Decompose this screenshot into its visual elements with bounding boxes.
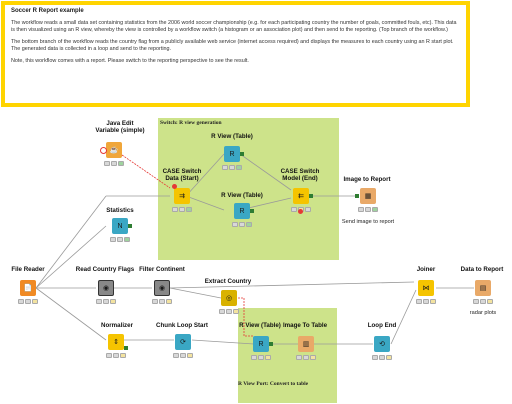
joiner-icon: ⋈ [418, 280, 434, 296]
node-label: CASE Switch Model (End) [280, 168, 320, 182]
switch-annotation-label: Switch: R view generation [160, 120, 222, 126]
connection-rview1-to-case-end [239, 153, 292, 191]
node-label: Filter Continent [139, 266, 185, 273]
flow-port-icon [100, 147, 107, 154]
r-logo-icon: R [253, 336, 269, 352]
node-label: R View (Table) [211, 133, 253, 140]
node-annotation: radar plots [469, 310, 497, 316]
flow-variable-extract-to-rview3 [238, 297, 254, 337]
r-logo-icon: R [234, 203, 250, 219]
case-switch-start-icon: ⇉ [174, 188, 190, 204]
loop-start-icon: ⟳ [175, 334, 191, 350]
flow-variable-java-to-case [121, 154, 171, 189]
coffee-cup-icon: ☕ [106, 142, 122, 158]
description-title: Soccer R Report example [11, 8, 84, 14]
connection-filter-to-extract [169, 287, 222, 299]
node-label: Extract Country [204, 278, 252, 285]
output-port-icon [128, 224, 132, 228]
case-switch-end-icon: ⇇ [293, 188, 309, 204]
connection-case-start-to-rview2 [185, 195, 225, 211]
node-status-indicator [296, 355, 316, 360]
output-port-icon [250, 209, 254, 213]
node-label: Image to Report [343, 176, 391, 183]
workflow-description-annotation[interactable]: Soccer R Report example The workflow rea… [1, 1, 470, 107]
node-label: Loop End [367, 322, 397, 329]
node-label: Read Country Flags [75, 266, 135, 273]
node-label: CASE Switch Data (Start) [162, 168, 202, 182]
image-table-icon: ▥ [298, 336, 314, 352]
description-paragraph-3: Note, this workflow comes with a report.… [11, 58, 249, 64]
node-status-indicator [473, 299, 493, 304]
node-label: Normalizer [101, 322, 133, 329]
node-status-indicator [106, 353, 126, 358]
node-status-indicator [152, 299, 172, 304]
output-port-icon [240, 152, 244, 156]
node-label: R View (Table) [239, 322, 281, 329]
node-label: File Reader [11, 266, 45, 273]
metanode-icon: ◉ [98, 280, 114, 296]
node-status-indicator [219, 309, 239, 314]
node-annotation: Send image to report [341, 219, 395, 225]
flow-variable-port-icon [172, 184, 177, 189]
node-status-indicator [18, 299, 38, 304]
description-paragraph-1: The workflow reads a small data set cont… [11, 20, 457, 33]
node-label: Joiner [416, 266, 436, 273]
node-label: Image To Table [282, 322, 328, 329]
input-port-icon [355, 194, 359, 198]
node-status-indicator [104, 161, 124, 166]
node-status-indicator [110, 237, 130, 242]
r-logo-icon: R [224, 146, 240, 162]
node-status-indicator [173, 353, 193, 358]
image-report-icon: ▦ [360, 188, 376, 204]
connection-filter-to-joiner [169, 281, 415, 289]
node-status-indicator [358, 207, 378, 212]
output-port-icon [124, 346, 128, 350]
node-label: Chunk Loop Start [156, 322, 208, 329]
output-port-icon [269, 342, 273, 346]
connection-file-reader-to-case-switch [35, 195, 107, 289]
connection-file-reader-to-normalizer [35, 287, 107, 341]
node-status-indicator [251, 355, 271, 360]
connection-chunk-to-rview3 [191, 339, 255, 345]
node-label: Java Edit Variable (simple) [95, 120, 145, 134]
node-status-indicator [96, 299, 116, 304]
rview-port-annotation-label: R View Port: Convert to table [238, 381, 309, 387]
description-paragraph-2: The bottom branch of the workflow reads … [11, 39, 454, 52]
node-status-indicator [222, 165, 242, 170]
connection-case-start-to-rview1 [185, 153, 225, 197]
node-status-indicator [232, 222, 252, 227]
node-label: R View (Table) [221, 192, 263, 199]
node-label: Data to Report [460, 266, 504, 273]
extract-country-icon: ◎ [221, 290, 237, 306]
node-status-indicator [172, 207, 192, 212]
node-status-indicator [372, 355, 392, 360]
file-reader-icon: 📄 [20, 280, 36, 296]
connection-file-reader-to-statistics [35, 225, 107, 289]
connection-loop-end-to-joiner [390, 289, 417, 345]
loop-end-icon: ⟲ [374, 336, 390, 352]
statistics-icon: N [112, 218, 128, 234]
warning-icon [298, 209, 303, 214]
metanode-icon: ◉ [154, 280, 170, 296]
output-port-icon [309, 194, 313, 198]
normalizer-icon: ⇕ [108, 334, 124, 350]
node-label: Statistics [106, 207, 134, 214]
data-report-icon: ▤ [475, 280, 491, 296]
node-status-indicator [416, 299, 436, 304]
